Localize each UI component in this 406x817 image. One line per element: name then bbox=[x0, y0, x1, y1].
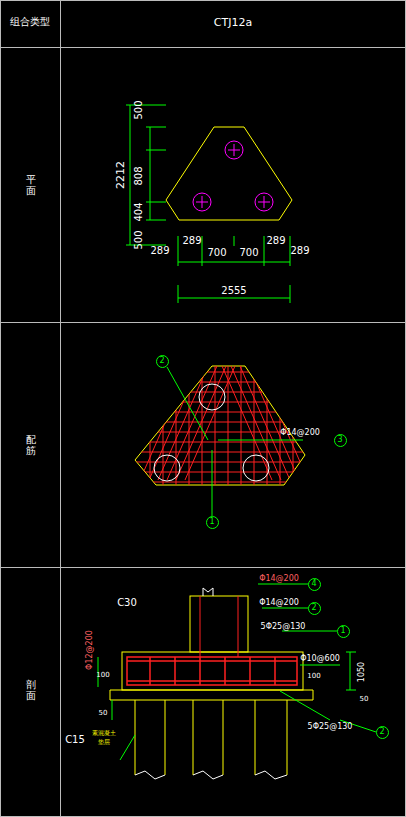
callout-circle: 2 bbox=[376, 726, 389, 739]
annotation: 500 bbox=[134, 100, 144, 119]
annotation: 素混凝土 bbox=[92, 730, 116, 736]
callout-number: 1 bbox=[340, 627, 345, 635]
annotation: 2555 bbox=[221, 286, 246, 296]
row-header: 剖面 bbox=[26, 679, 36, 701]
callout-circle: 2 bbox=[308, 602, 321, 615]
callout-number: 3 bbox=[337, 436, 342, 444]
annotation: 289 bbox=[290, 246, 309, 256]
annotation: 50 bbox=[99, 710, 108, 717]
annotation: 700 bbox=[207, 248, 226, 258]
annotation: 垫层 bbox=[98, 739, 110, 745]
callout-number: 2 bbox=[311, 604, 316, 612]
annotation: Φ14@200 bbox=[280, 429, 320, 437]
table-cell: 组合类型 bbox=[10, 17, 50, 27]
annotation: 289 bbox=[182, 236, 201, 246]
section-view bbox=[98, 584, 376, 779]
annotation: 5Φ25@130 bbox=[261, 623, 306, 631]
annotation: 500 bbox=[134, 230, 144, 249]
annotation: 700 bbox=[239, 248, 258, 258]
callout-circle: 1 bbox=[337, 625, 350, 638]
annotation: 1050 bbox=[358, 662, 366, 682]
plan-view bbox=[126, 105, 292, 303]
callout-number: 4 bbox=[311, 580, 316, 588]
callout-number: 1 bbox=[209, 518, 214, 526]
annotation: 808 bbox=[134, 166, 144, 185]
annotation: Φ14@200 bbox=[259, 575, 299, 583]
annotation: 2212 bbox=[115, 161, 126, 189]
row-header: 平面 bbox=[26, 174, 36, 196]
callout-number: 2 bbox=[379, 728, 384, 736]
callout-circle: 4 bbox=[308, 578, 321, 591]
row-header: 配筋 bbox=[26, 434, 36, 456]
annotation: Φ10@600 bbox=[300, 655, 340, 663]
annotation: 100 bbox=[96, 672, 109, 679]
annotation: 50 bbox=[360, 696, 369, 703]
callout-circle: 3 bbox=[334, 434, 347, 447]
annotation: Φ14@200 bbox=[259, 599, 299, 607]
annotation: C15 bbox=[65, 735, 85, 745]
annotation: 289 bbox=[266, 236, 285, 246]
annotation: Φ12@200 bbox=[86, 630, 94, 670]
annotation: 100 bbox=[307, 673, 320, 680]
callout-circle: 1 bbox=[206, 516, 219, 529]
callout-number: 2 bbox=[159, 357, 164, 365]
reinforcement-view bbox=[135, 366, 317, 516]
callout-circle: 2 bbox=[156, 355, 169, 368]
annotation: 289 bbox=[150, 246, 169, 256]
table-cell: CTJ12a bbox=[214, 17, 252, 28]
annotation: 5Φ25@130 bbox=[308, 723, 353, 731]
annotation: 404 bbox=[134, 202, 144, 221]
annotation: C30 bbox=[117, 598, 137, 608]
